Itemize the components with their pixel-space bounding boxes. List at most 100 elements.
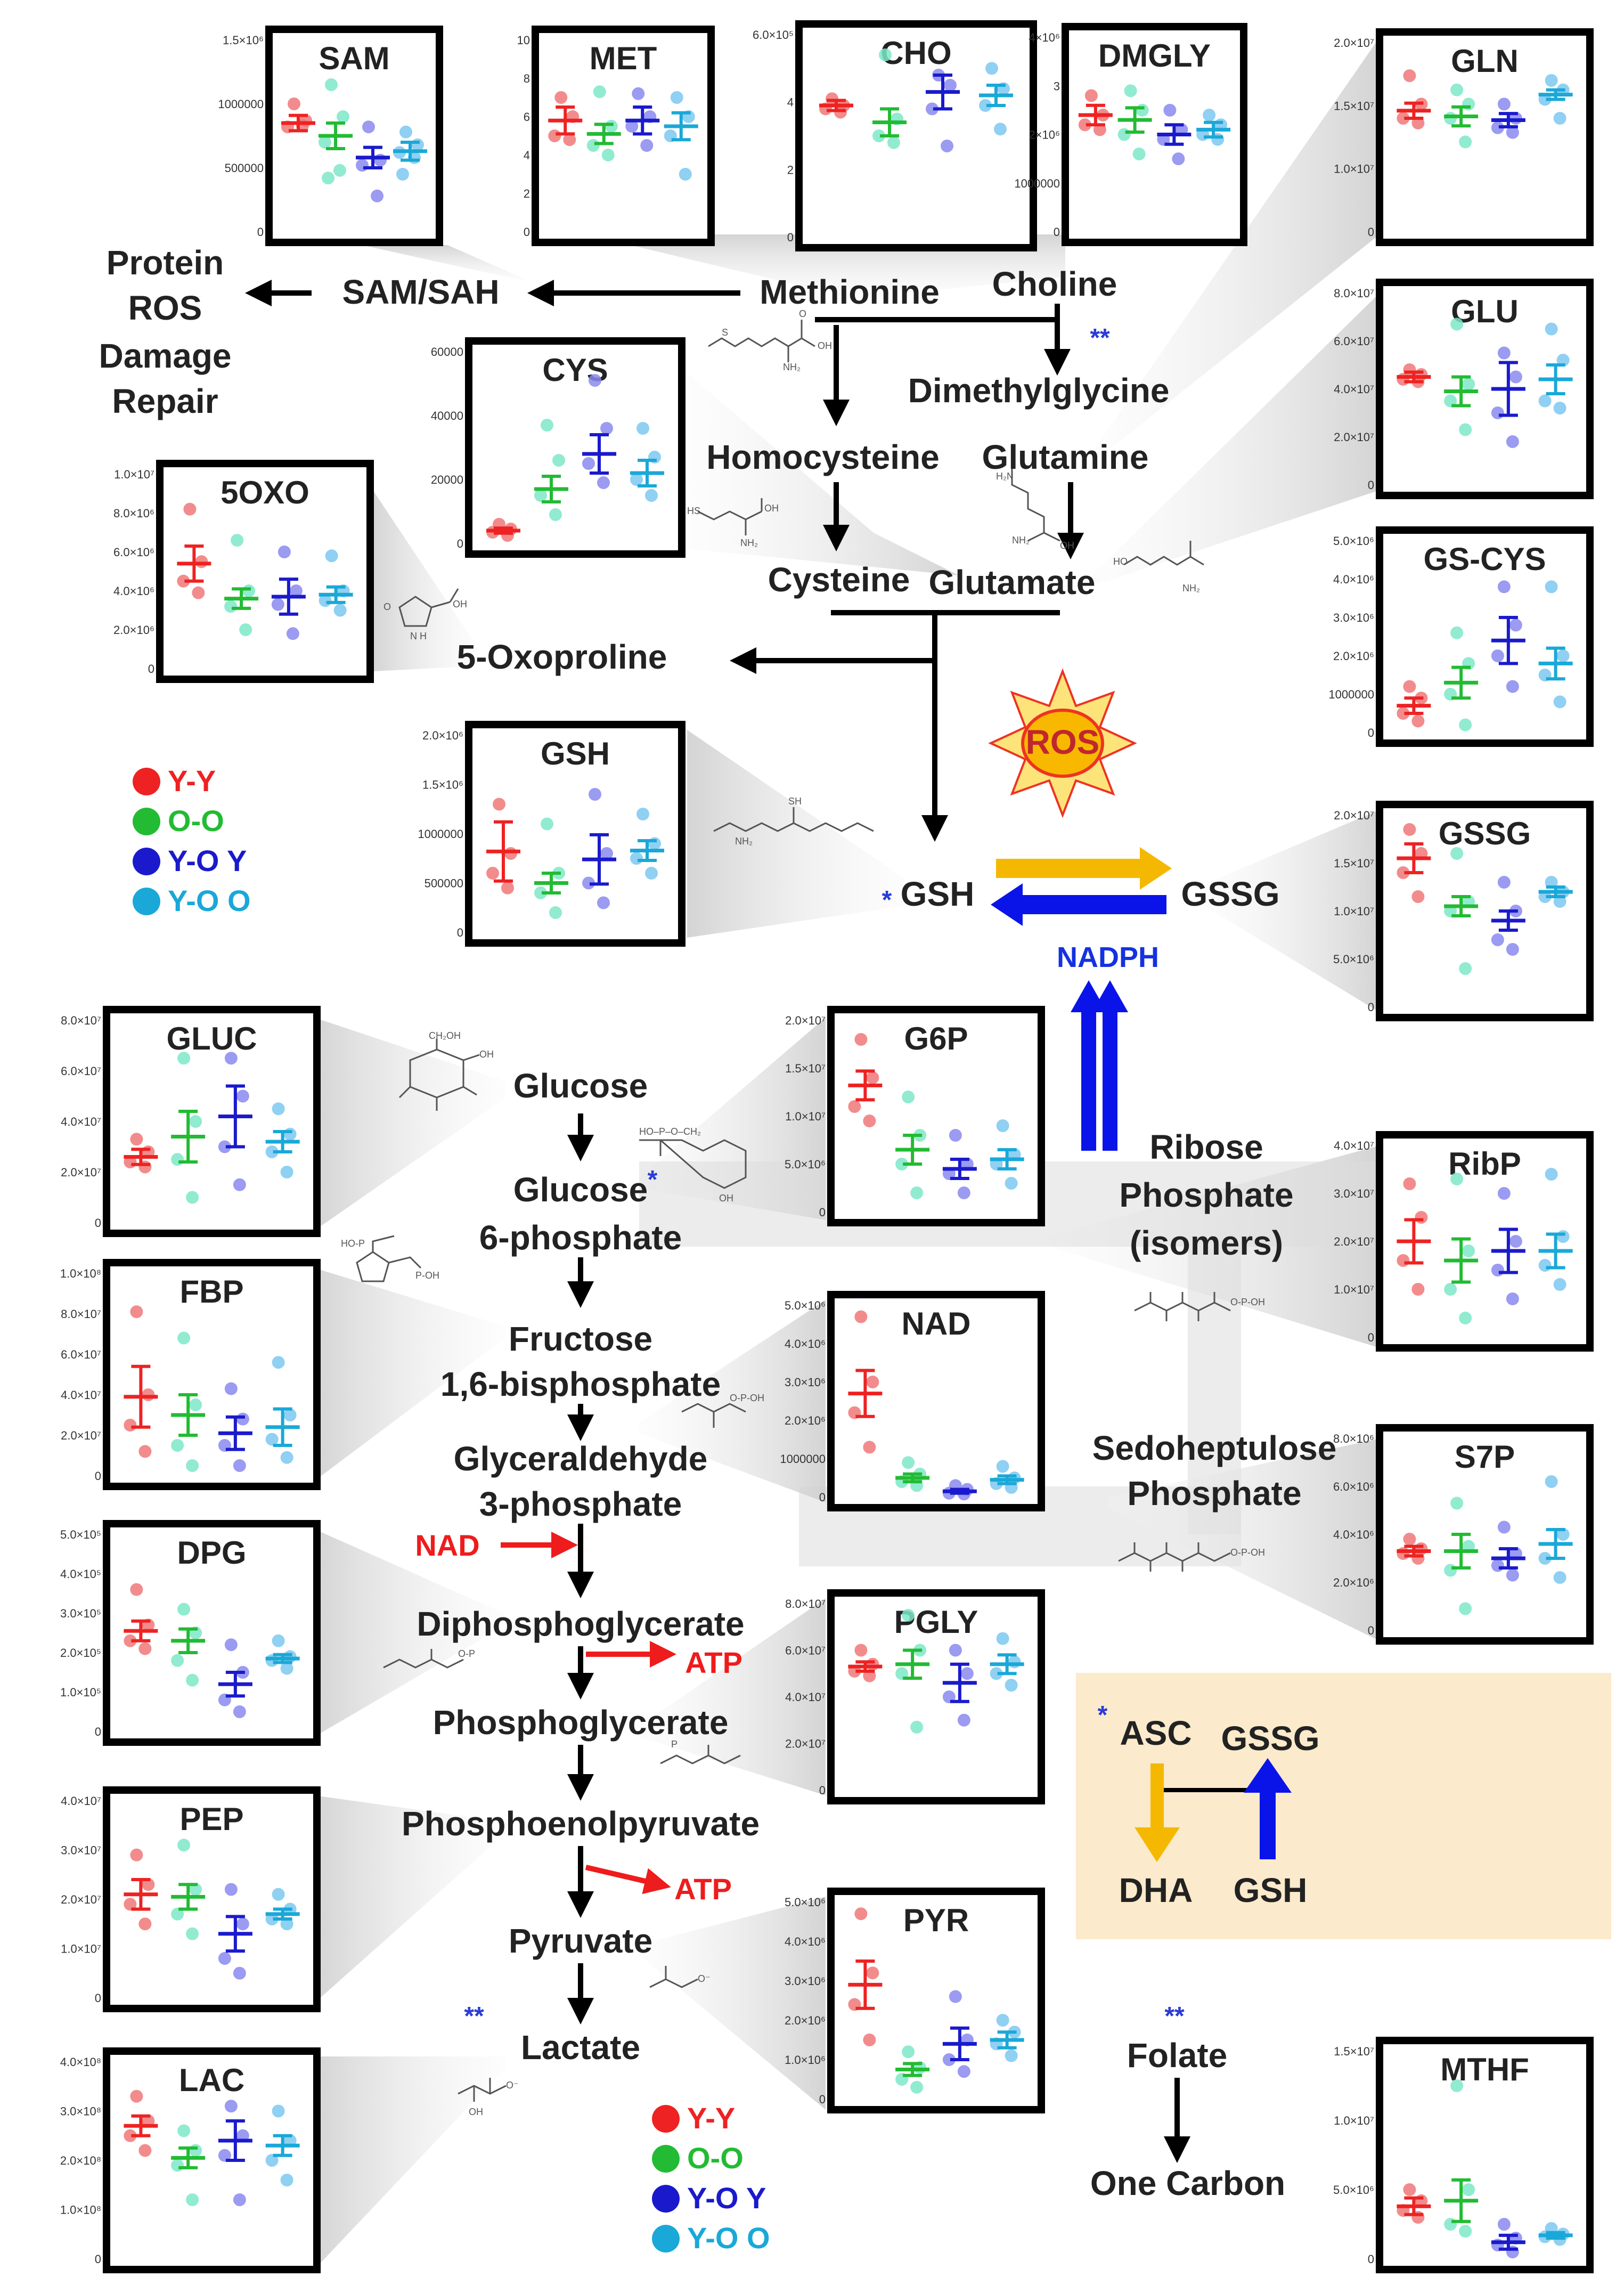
legend-label: Y-Y — [687, 2101, 735, 2135]
data-point — [996, 2014, 1009, 2027]
node-cysteine: Cysteine — [768, 560, 910, 599]
data-point — [866, 1376, 879, 1388]
y-tick-label: 8.0×10⁶ — [1333, 1432, 1374, 1445]
y-tick-label: 0 — [787, 231, 794, 244]
legend-swatch — [133, 768, 160, 795]
legend-swatch — [133, 888, 160, 915]
node-ribose-line2: Phosphate — [1119, 1176, 1293, 1214]
series-o-o — [171, 1331, 206, 1472]
data-point — [1497, 1520, 1511, 1534]
funnel-s7p — [1108, 1438, 1380, 1641]
data-point — [1078, 118, 1091, 132]
legend-swatch — [133, 848, 160, 875]
panel-title: 5OXO — [221, 475, 309, 510]
legend-label: Y-Y — [168, 764, 216, 798]
series-y-o-y — [218, 2100, 252, 2206]
series-o-o — [534, 419, 568, 521]
data-point — [1491, 933, 1504, 946]
data-point — [1132, 148, 1146, 160]
funnel-dpg — [314, 1529, 506, 1737]
series-y-o-y — [942, 1644, 977, 1727]
y-tick-label: 60000 — [431, 345, 463, 359]
svg-text:O: O — [383, 601, 391, 612]
data-point — [218, 1952, 231, 1965]
data-point — [942, 2053, 956, 2066]
data-point — [233, 1459, 246, 1472]
data-point — [645, 489, 658, 502]
data-point — [224, 600, 238, 613]
legend-label: Y-O Y — [687, 2181, 766, 2215]
data-point — [1459, 423, 1472, 436]
y-tick-label: 1.5×10⁷ — [1334, 857, 1374, 870]
data-point — [280, 1166, 293, 1178]
data-point — [486, 867, 499, 880]
node-gsh: GSH — [901, 875, 975, 913]
data-point — [124, 1634, 137, 1647]
data-point — [138, 2144, 152, 2157]
svg-text:OH: OH — [764, 503, 779, 514]
nadph-arrow-2 — [1092, 980, 1128, 1151]
data-point — [189, 1115, 202, 1128]
y-tick-label: 1.0×10⁶ — [785, 2053, 826, 2067]
panel-title: CHO — [880, 35, 951, 71]
data-point — [1415, 1211, 1428, 1224]
node-nadph: NADPH — [1057, 941, 1159, 973]
data-point — [1403, 680, 1416, 693]
series-y-o-o — [990, 1460, 1024, 1494]
data-point — [1506, 1292, 1519, 1305]
series-y-o-y — [926, 69, 960, 152]
series-y-y — [1397, 2183, 1431, 2224]
data-point — [582, 876, 595, 890]
panel-title: PYR — [903, 1902, 969, 1938]
node-homocysteine: Homocysteine — [706, 438, 939, 476]
data-point — [1444, 2218, 1457, 2231]
data-point — [1397, 112, 1410, 125]
y-tick-label: 3.0×10⁸ — [60, 2105, 101, 2118]
series-y-o-y — [1157, 103, 1192, 166]
y-tick-label: 1.5×10⁷ — [1334, 2045, 1374, 2058]
panel-frame — [1376, 801, 1594, 1021]
data-point — [1093, 123, 1106, 136]
data-point — [278, 546, 291, 558]
data-point — [130, 1848, 143, 1861]
panel-frame — [103, 1006, 321, 1237]
y-tick-label: 0 — [1368, 1331, 1374, 1344]
y-tick-label: 6.0×10⁶ — [113, 546, 154, 559]
y-tick-label: 0 — [1368, 1624, 1374, 1637]
data-point — [189, 1883, 202, 1896]
y-tick-label: 0 — [1368, 2253, 1374, 2266]
data-point — [1397, 707, 1410, 720]
panel-frame — [827, 1589, 1045, 1804]
data-point — [910, 1720, 924, 1734]
data-point — [265, 1433, 279, 1446]
y-tick-label: 0 — [95, 1469, 101, 1483]
y-tick-label: 4.0×10⁷ — [785, 1690, 826, 1704]
data-point — [186, 1673, 199, 1687]
asc-cycle-gssg: GSSG — [1221, 1719, 1320, 1758]
y-tick-label: 3.0×10⁶ — [1333, 611, 1374, 624]
data-point — [177, 574, 190, 588]
series-o-o — [1444, 2079, 1479, 2238]
legend-label: O-O — [687, 2141, 744, 2175]
node-s7p-line1: Sedoheptulose — [1092, 1429, 1337, 1467]
svg-text:NH₂: NH₂ — [740, 538, 758, 548]
series-y-o-y — [1491, 346, 1525, 448]
funnel-nad — [639, 1300, 826, 1502]
y-tick-label: 1.0×10⁸ — [60, 1267, 101, 1280]
y-tick-label: 6.0×10⁷ — [1334, 335, 1374, 348]
data-point — [280, 1451, 293, 1464]
y-tick-label: 0 — [1368, 726, 1374, 739]
data-point — [625, 120, 639, 133]
y-tick-label: 0 — [95, 1725, 101, 1738]
data-point — [1459, 1602, 1472, 1615]
legend-item: Y-Y — [133, 764, 216, 798]
panel-frame — [1376, 28, 1594, 246]
data-point — [902, 1608, 915, 1622]
series-y-o-y — [582, 788, 616, 909]
y-tick-label: 2.0×10⁶ — [785, 1414, 826, 1427]
y-tick-label: 8.0×10⁷ — [61, 1307, 101, 1321]
gsh-gssg-redox-arrows — [991, 847, 1172, 1151]
